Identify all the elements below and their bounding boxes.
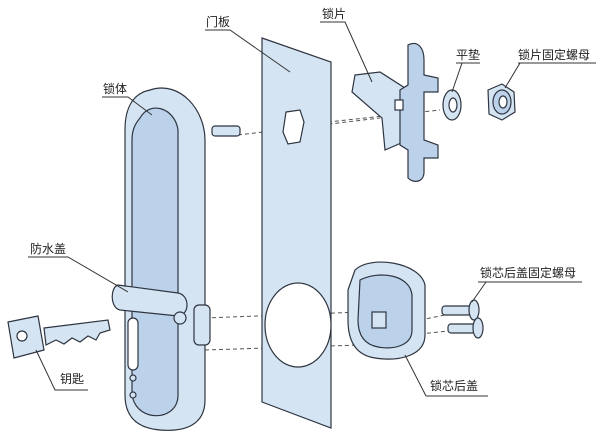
- label-flat-washer: 平垫: [456, 48, 481, 62]
- leader-nut: [504, 62, 596, 89]
- leader-lock-plate: [320, 21, 373, 83]
- leader-key: [35, 349, 88, 391]
- leader-cover: [28, 256, 129, 293]
- flat-washer: [442, 89, 462, 121]
- key: [7, 315, 111, 359]
- lock-body: [124, 87, 241, 431]
- label-lock-body: 锁体: [103, 82, 128, 96]
- label-door-panel: 门板: [206, 15, 231, 29]
- lock-plate-nut: [487, 83, 516, 121]
- door-panel: [261, 37, 332, 429]
- lock-plate: [351, 42, 439, 182]
- leader-screw: [471, 281, 582, 303]
- leader-lock-body: [102, 96, 153, 116]
- lock-core-rear-cover: [347, 261, 426, 360]
- leader-rear-cover: [404, 354, 488, 397]
- leader-door-panel: [205, 29, 291, 73]
- rear-cover-screws: [441, 299, 484, 339]
- waterproof-cover: [111, 284, 188, 325]
- label-rear-cover: 锁芯后盖: [430, 379, 479, 393]
- label-rear-cover-screw: 锁芯后盖固定螺母: [480, 266, 577, 280]
- label-lock-plate: 锁片: [322, 7, 347, 21]
- label-waterproof-cover: 防水盖: [30, 242, 67, 256]
- label-key: 钥匙: [60, 372, 85, 386]
- label-lock-plate-nut: 锁片固定螺母: [518, 48, 591, 62]
- leader-washer: [451, 62, 480, 93]
